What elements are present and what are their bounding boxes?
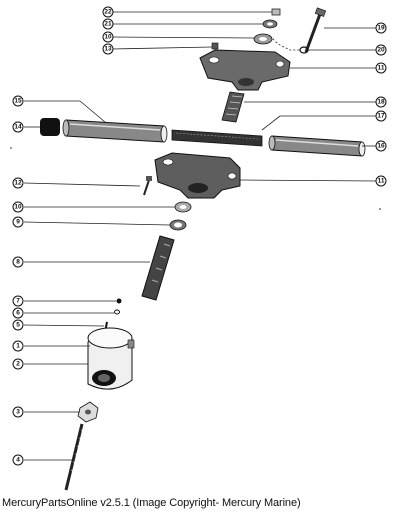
part-4-stud [64,423,85,491]
part-18-short-tube [221,91,245,123]
svg-text:9: 9 [16,219,20,226]
svg-text:2: 2 [16,361,20,368]
callout-16: 16 [375,140,387,152]
callout-4: 4 [12,454,24,466]
part-7-ball [116,298,122,304]
part-11-lower-housing [154,152,241,199]
part-1-2-main-body [87,327,135,390]
svg-text:20: 20 [377,47,385,54]
svg-text:11: 11 [378,178,385,185]
part-8-drive-shaft [141,235,175,301]
svg-text:7: 7 [16,298,20,305]
callout-18: 18 [375,96,387,108]
svg-text:21: 21 [104,21,112,28]
part-15-left-tube [62,119,168,143]
callout-6: 6 [12,307,24,319]
part-10-gear-top [253,33,273,45]
svg-text:3: 3 [16,409,20,416]
part-19-bolt [304,7,327,53]
callout-11-top: 11 [375,62,387,74]
callout-5: 5 [12,319,24,331]
svg-text:10: 10 [14,204,22,211]
callout-2: 2 [12,358,24,370]
part-16-right-tube [268,135,366,157]
callout-9: 9 [12,216,24,228]
svg-text:18: 18 [377,99,385,106]
callout-11-mid: 11 [375,175,387,187]
callout-22: 22 [102,6,114,18]
svg-text:8: 8 [16,259,20,266]
callout-13: 13 [102,43,114,55]
callout-1: 1 [12,340,24,352]
svg-text:4: 4 [16,457,20,464]
svg-text:11: 11 [378,65,385,72]
part-11-upper-housing [199,49,291,91]
svg-text:16: 16 [377,143,385,150]
svg-text:1: 1 [16,343,20,350]
part-9-seal [169,219,187,231]
part-6-ring [114,309,120,315]
svg-text:17: 17 [377,113,385,120]
callout-21: 21 [102,18,114,30]
svg-text:19: 19 [377,25,385,32]
svg-text:12: 12 [14,180,22,187]
callout-17: 17 [375,110,387,122]
svg-text:14: 14 [14,124,22,131]
part-10-gear-mid [174,201,192,213]
callout-8: 8 [12,256,24,268]
callout-10-mid: 10 [12,201,24,213]
part-3-nut [77,401,99,423]
svg-text:13: 13 [104,46,112,53]
svg-text:5: 5 [16,322,20,329]
callout-12: 12 [12,177,24,189]
callout-14: 14 [12,121,24,133]
part-22-nut [271,8,281,16]
footer-caption: MercuryPartsOnline v2.5.1 (Image Copyrig… [2,497,301,509]
callout-15: 15 [12,95,24,107]
part-17-middle-shaft [171,129,263,147]
part-12-bolt [143,176,152,196]
callout-3: 3 [12,406,24,418]
part-21-washer [262,19,278,29]
part-13-screw [211,42,219,50]
callout-7: 7 [12,295,24,307]
svg-text:6: 6 [16,310,20,317]
callout-19: 19 [375,22,387,34]
svg-text:22: 22 [104,9,112,16]
part-14-end-cap [40,118,60,136]
svg-text:15: 15 [14,98,22,105]
svg-text:10: 10 [104,34,112,41]
callout-20: 20 [375,44,387,56]
callout-10-top: 10 [102,31,114,43]
